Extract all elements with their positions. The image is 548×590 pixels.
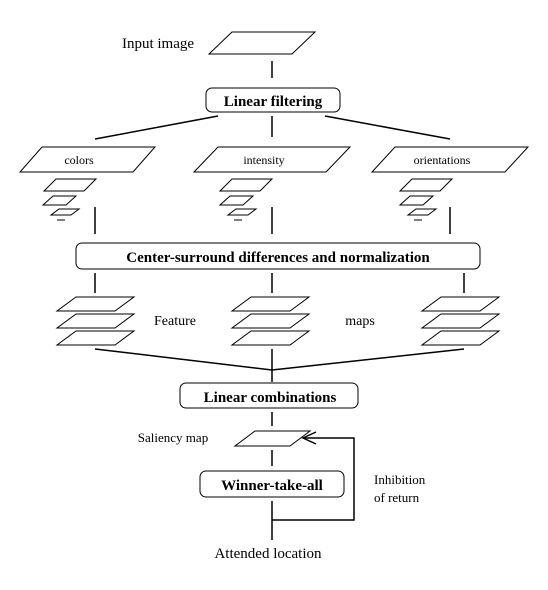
intensity-feature-maps	[230, 296, 311, 346]
linear-filtering-box	[205, 87, 341, 113]
center-surround-label: Center-surround differences and normaliz…	[126, 250, 430, 266]
feature-label: Feature	[154, 314, 196, 329]
orientations-pyramid	[398, 178, 454, 221]
colors-feature-maps	[55, 296, 136, 346]
connector-colors-maps-to-combination	[94, 348, 273, 371]
connector-filtering-to-colors	[94, 115, 219, 140]
connector-orientations-maps-to-combination	[271, 348, 465, 371]
attended-location-label: Attended location	[214, 546, 322, 562]
inhibition-label-line2: of return	[374, 490, 420, 505]
winner-take-all-label: Winner-take-all	[221, 478, 323, 494]
orientations-feature-maps	[420, 296, 501, 346]
linear-combinations-label: Linear combinations	[204, 390, 337, 406]
connector-filtering-to-orientations	[324, 115, 451, 140]
intensity-label: intensity	[243, 153, 284, 167]
colors-plane	[18, 146, 157, 173]
linear-filtering-label: Linear filtering	[224, 94, 323, 110]
colors-label: colors	[64, 153, 94, 167]
winner-take-all-box	[199, 470, 345, 498]
intensity-pyramid	[218, 178, 274, 221]
inhibition-label-line1: Inhibition	[374, 472, 426, 487]
intensity-plane	[192, 146, 352, 173]
saliency-map-plane	[233, 430, 312, 447]
saliency-map-label: Saliency map	[138, 430, 208, 445]
orientations-label: orientations	[414, 153, 471, 167]
inhibition-arrowhead	[301, 431, 317, 445]
maps-label: maps	[345, 314, 375, 329]
input-image-label: Input image	[122, 36, 194, 52]
center-surround-box	[75, 242, 481, 270]
input-image-plane	[207, 31, 317, 55]
orientations-plane	[370, 146, 530, 173]
linear-combinations-box	[179, 382, 359, 409]
inhibition-of-return-loop	[272, 437, 355, 521]
colors-pyramid	[41, 178, 98, 221]
